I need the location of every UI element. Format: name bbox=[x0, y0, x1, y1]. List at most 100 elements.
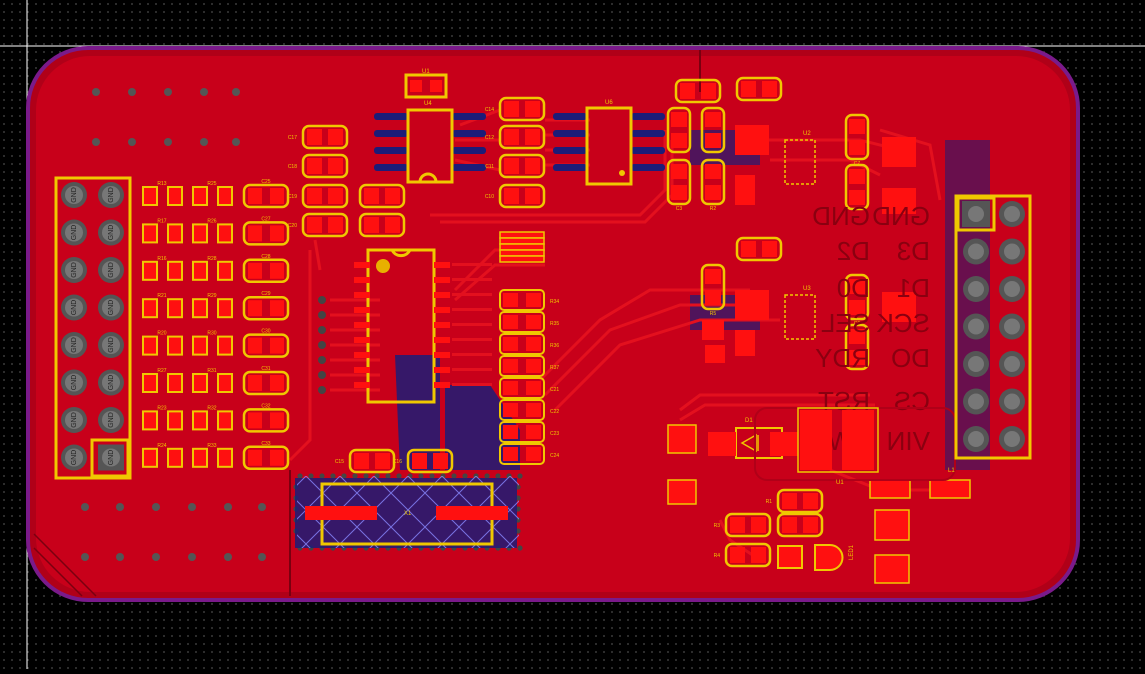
diode-d1[interactable]: D1 bbox=[708, 418, 798, 459]
smd-pad[interactable] bbox=[929, 479, 971, 499]
smd-capacitor[interactable] bbox=[735, 236, 783, 262]
smd-pad[interactable] bbox=[735, 175, 755, 205]
header-j2-pin-left[interactable] bbox=[963, 313, 989, 340]
smd-resistor[interactable]: R37 bbox=[499, 355, 559, 377]
smd-pad[interactable] bbox=[882, 137, 916, 167]
smd-pad[interactable] bbox=[882, 292, 916, 322]
smd-capacitor[interactable]: C3 bbox=[666, 158, 692, 212]
smd-pad[interactable] bbox=[869, 479, 911, 499]
smd-capacitor[interactable]: C16 bbox=[393, 448, 454, 474]
header-j1-pin-8[interactable]: GND bbox=[98, 294, 124, 321]
smd-pad[interactable] bbox=[874, 509, 910, 541]
ic-u4-top-pad[interactable]: U1 bbox=[404, 69, 448, 99]
led[interactable]: LED1 bbox=[777, 544, 855, 571]
header-j1-pin-4[interactable]: GND bbox=[98, 219, 124, 246]
header-j1-pin-10[interactable]: GND bbox=[98, 332, 124, 358]
smd-capacitor[interactable]: C12 bbox=[485, 124, 546, 150]
smd-pad[interactable] bbox=[702, 320, 724, 340]
smd-pad[interactable] bbox=[667, 424, 697, 454]
smd-capacitor[interactable] bbox=[674, 78, 722, 104]
smd-resistor[interactable]: C22 bbox=[499, 399, 559, 421]
header-j1-pin-1[interactable]: GND bbox=[61, 182, 87, 208]
smd-capacitor[interactable]: C7 bbox=[844, 113, 870, 167]
smd-capacitor[interactable]: C18 bbox=[288, 153, 349, 179]
header-j1-pin-9[interactable]: GND bbox=[61, 332, 87, 358]
smd-capacitor[interactable]: C10 bbox=[485, 183, 546, 209]
smd-capacitor[interactable]: C15 bbox=[335, 448, 396, 474]
smd-capacitor[interactable] bbox=[776, 512, 824, 538]
header-j2-pin-right[interactable] bbox=[999, 201, 1025, 227]
header-j1-pin-13[interactable]: GND bbox=[61, 407, 87, 433]
crystal-x1[interactable]: X1 bbox=[297, 476, 519, 548]
smd-capacitor[interactable]: R2 bbox=[700, 158, 726, 212]
smd-pad[interactable] bbox=[735, 125, 769, 155]
smd-capacitor[interactable]: C6 bbox=[844, 273, 870, 327]
smd-pad[interactable] bbox=[874, 554, 910, 584]
smd-components[interactable]: C17C18C19C20C14C12C11C10R34R35R36R37C21C… bbox=[288, 76, 971, 584]
smd-resistor[interactable]: R36 bbox=[499, 333, 559, 355]
header-j2-pin-right[interactable] bbox=[999, 388, 1025, 415]
header-j1-pin-3[interactable]: GND bbox=[61, 219, 87, 246]
connector-j2[interactable] bbox=[954, 194, 1032, 460]
smd-pad[interactable] bbox=[667, 479, 697, 505]
header-j1-pin-11[interactable]: GND bbox=[61, 369, 87, 396]
header-j2-pin-right[interactable] bbox=[999, 313, 1025, 340]
header-j1-pin-2[interactable]: GND bbox=[98, 182, 124, 208]
header-j1-pin-6[interactable]: GND bbox=[98, 257, 124, 283]
smd-resistor[interactable] bbox=[499, 255, 545, 263]
smd-resistor[interactable]: C23 bbox=[499, 421, 559, 443]
smd-capacitor[interactable]: C14 bbox=[485, 96, 546, 122]
smd-capacitor[interactable] bbox=[358, 212, 406, 238]
header-j2-pin-left[interactable] bbox=[963, 388, 989, 415]
header-j1-pin-16[interactable]: GND bbox=[98, 444, 124, 471]
header-j2-pin-right[interactable] bbox=[999, 238, 1025, 265]
smd-capacitor[interactable]: C17 bbox=[288, 124, 349, 150]
header-j1-pin-12[interactable]: GND bbox=[98, 369, 124, 396]
smd-capacitor[interactable]: R3 bbox=[714, 512, 772, 538]
header-j2-pin-left[interactable] bbox=[963, 276, 989, 302]
header-j2-pin-left[interactable] bbox=[963, 238, 989, 265]
header-j2-pin-left[interactable] bbox=[963, 426, 989, 452]
header-j2-pin-right[interactable] bbox=[999, 276, 1025, 302]
smd-resistor[interactable] bbox=[499, 243, 545, 251]
smd-pad[interactable] bbox=[705, 345, 725, 363]
smd-capacitor[interactable] bbox=[700, 106, 726, 154]
smd-capacitor[interactable]: R5 bbox=[700, 263, 726, 317]
smd-resistor[interactable] bbox=[499, 231, 545, 239]
smd-pad[interactable] bbox=[735, 290, 769, 320]
smd-resistor[interactable]: R34 bbox=[499, 289, 559, 311]
smd-capacitor[interactable] bbox=[735, 76, 783, 102]
header-j2-pin-right[interactable] bbox=[999, 351, 1025, 377]
smd-capacitor[interactable] bbox=[844, 323, 870, 371]
header-j2-pin-left[interactable] bbox=[962, 201, 990, 227]
ic-u4[interactable]: U4 bbox=[406, 101, 454, 184]
smd-pad[interactable] bbox=[735, 330, 755, 356]
smd-resistor[interactable]: C24 bbox=[499, 443, 559, 465]
smd-capacitor[interactable]: R1 bbox=[766, 488, 824, 514]
header-j1-pin-5[interactable]: GND bbox=[61, 257, 87, 283]
smd-pad[interactable] bbox=[882, 188, 916, 214]
header-j1-pin-15[interactable]: GND bbox=[61, 444, 87, 471]
smd-capacitor[interactable]: C11 bbox=[485, 153, 546, 179]
header-j2-pin-left[interactable] bbox=[963, 351, 989, 377]
header-j1-pin-7[interactable]: GND bbox=[61, 294, 87, 321]
smd-resistor[interactable] bbox=[499, 249, 545, 257]
regulator-area[interactable]: L1 U1 bbox=[754, 407, 956, 486]
ic-u2[interactable]: U2 bbox=[784, 131, 816, 185]
ic-u3[interactable]: U3 bbox=[784, 286, 816, 340]
smd-capacitor[interactable] bbox=[844, 163, 870, 211]
connector-j1[interactable]: GND GND GND GND GND GND GND GND GND GND GND GND GND G… bbox=[54, 176, 132, 480]
smd-resistor[interactable]: C21 bbox=[499, 377, 559, 399]
smd-capacitor[interactable]: R4 bbox=[714, 542, 772, 568]
ic-u6[interactable]: U6 bbox=[585, 100, 633, 186]
